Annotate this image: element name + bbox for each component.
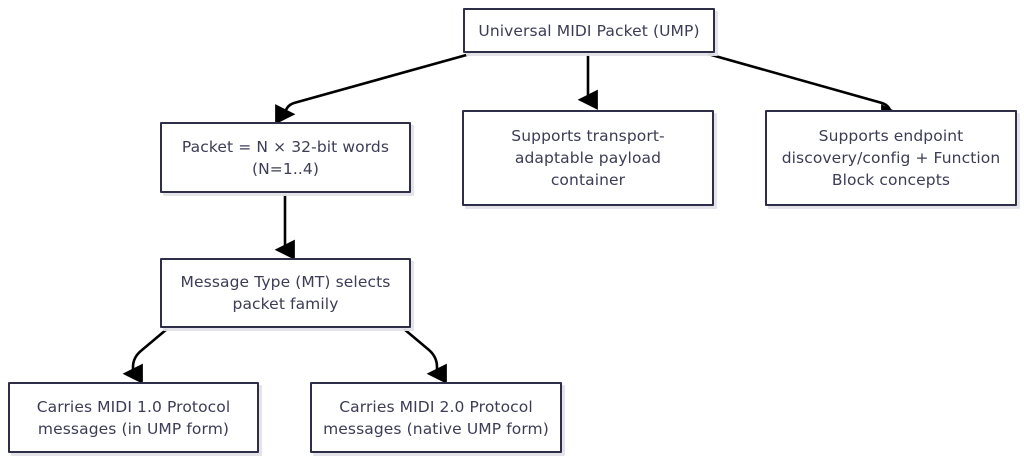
node-midi-1-protocol[interactable]: Carries MIDI 1.0 Protocol messages (in U… — [8, 382, 259, 453]
node-transport-adaptable-payload[interactable]: Supports transport- adaptable payload co… — [462, 110, 714, 206]
edge-ump-to-endpoint — [707, 52, 902, 125]
node-label: Supports endpoint discovery/config + Fun… — [781, 127, 1001, 189]
node-midi-2-protocol[interactable]: Carries MIDI 2.0 Protocol messages (nati… — [310, 382, 562, 453]
node-label: Universal MIDI Packet (UMP) — [478, 21, 700, 40]
edge-ump-to-packet — [275, 52, 471, 125]
node-packet-words[interactable]: Packet = N × 32-bit words (N=1..4) — [160, 122, 411, 193]
edge-mt-to-midi1 — [122, 328, 168, 384]
node-label: Message Type (MT) selects packet family — [180, 273, 391, 313]
edge-mt-to-midi2 — [403, 328, 447, 384]
node-universal-midi-packet[interactable]: Universal MIDI Packet (UMP) — [463, 8, 715, 53]
node-label: Carries MIDI 1.0 Protocol messages (in U… — [36, 397, 231, 438]
node-endpoint-discovery[interactable]: Supports endpoint discovery/config + Fun… — [765, 110, 1017, 206]
node-message-type[interactable]: Message Type (MT) selects packet family — [160, 258, 411, 328]
node-label: Packet = N × 32-bit words (N=1..4) — [181, 137, 390, 178]
node-label: Supports transport- adaptable payload co… — [511, 127, 665, 189]
node-label: Carries MIDI 2.0 Protocol messages (nati… — [323, 397, 549, 438]
